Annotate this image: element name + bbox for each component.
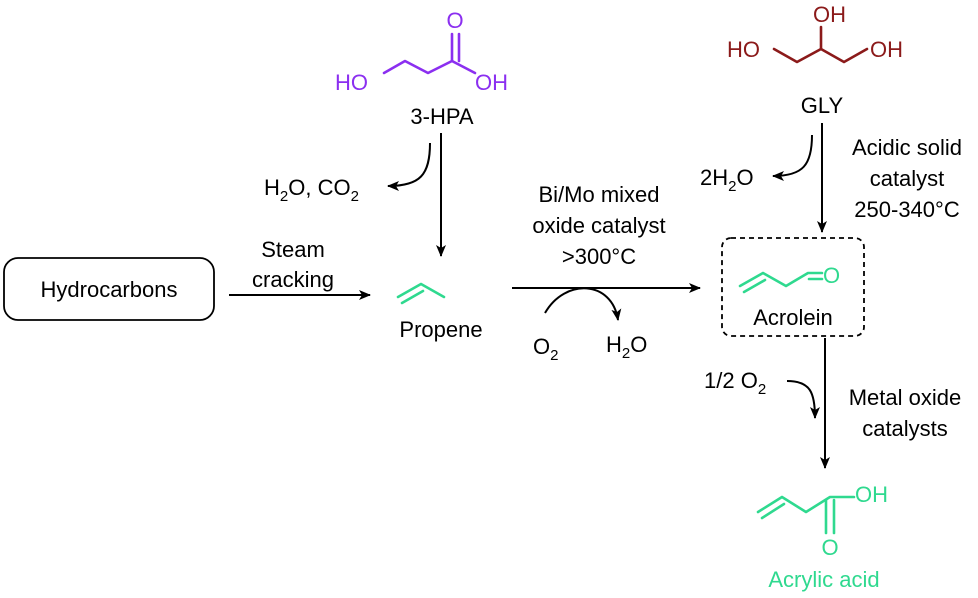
gly-byproduct-curve (772, 134, 813, 181)
acrylic-acid-structure: OH O Acrylic acid (756, 482, 888, 592)
acrylic-oh: OH (855, 482, 888, 507)
propene-to-acrolein-step: Bi/Mo mixed oxide catalyst >300°C O2 H2O (512, 182, 701, 364)
hpa-to-propene-step: H2O, CO2 (264, 133, 446, 257)
acrolein-box: O Acrolein (721, 237, 865, 337)
o2-curve (544, 287, 622, 321)
steam-cracking-step: Steam cracking (229, 237, 371, 300)
propene-structure: Propene (396, 282, 483, 342)
acrolein-name: Acrolein (753, 305, 832, 330)
half-o2-reagent: 1/2 O2 (704, 368, 766, 398)
gly-ho-left: HO (727, 37, 760, 62)
o2-reagent: O2 (533, 334, 558, 364)
h2o-product: H2O (606, 332, 647, 362)
acrolein-to-acid-step: 1/2 O2 Metal oxide catalysts (704, 338, 962, 469)
catalyst-line1: Bi/Mo mixed (538, 182, 659, 207)
gly-condition1: Acidic solid (852, 135, 962, 160)
gly-condition3: 250-340°C (854, 197, 960, 222)
gly-condition2: catalyst (870, 166, 945, 191)
half-o2-curve (786, 380, 820, 419)
gly-to-acrolein-step: 2H2O Acidic solid catalyst 250-340°C (700, 123, 962, 233)
steam-label: Steam (261, 237, 325, 262)
oxidation-condition2: catalysts (862, 416, 948, 441)
hpa-carbonyl-o: O (446, 8, 463, 33)
acrylic-carbonyl-o: O (821, 535, 838, 560)
hpa-name: 3-HPA (410, 104, 473, 129)
gly-byproduct: 2H2O (700, 165, 754, 195)
acrolein-o: O (823, 263, 840, 288)
gly-name: GLY (801, 93, 844, 118)
hydrocarbons-label: Hydrocarbons (41, 277, 178, 302)
gly-oh-right: OH (870, 37, 903, 62)
cracking-label: cracking (252, 267, 334, 292)
oxidation-condition1: Metal oxide (849, 385, 962, 410)
hpa-byproduct: H2O, CO2 (264, 175, 359, 205)
hydrocarbons-box: Hydrocarbons (3, 257, 215, 321)
glycerol-structure: OH HO OH GLY (727, 2, 903, 118)
acrylic-acid-name: Acrylic acid (768, 567, 879, 592)
hpa-oh: OH (475, 70, 508, 95)
hpa-ho: HO (335, 70, 368, 95)
gly-oh-top: OH (813, 2, 846, 27)
hpa-structure: HO O OH 3-HPA (335, 8, 508, 129)
catalyst-line3: >300°C (562, 244, 636, 269)
propene-name: Propene (399, 317, 482, 342)
catalyst-line2: oxide catalyst (532, 213, 665, 238)
hpa-byproduct-curve (387, 142, 431, 191)
